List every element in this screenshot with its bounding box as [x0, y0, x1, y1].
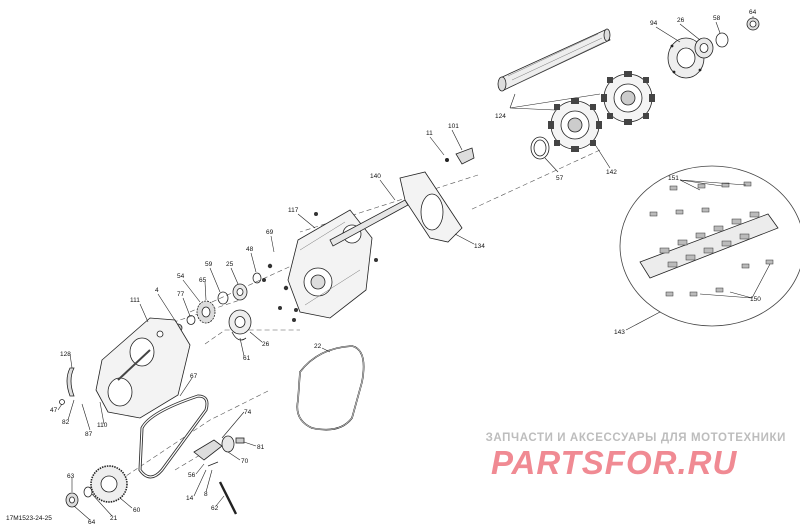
callout-54: 54 — [177, 273, 185, 280]
callout-117: 117 — [288, 207, 299, 214]
callout-87: 87 — [85, 431, 93, 438]
watermark-caption: ЗАПЧАСТИ И АКСЕССУАРЫ ДЛЯ МОТОТЕХНИКИ — [485, 432, 786, 444]
sprocket-ring-57 — [530, 136, 550, 160]
cover-gasket — [296, 345, 365, 431]
callout-57: 57 — [556, 175, 564, 182]
drive-shaft — [497, 28, 611, 92]
callout-labels: 64 58 26 94 124 142 57 11 101 140 117 13… — [50, 9, 761, 526]
callout-69: 69 — [266, 229, 274, 236]
callout-64-top: 64 — [749, 9, 757, 16]
callout-70: 70 — [241, 458, 249, 465]
callout-111: 111 — [130, 297, 140, 304]
gear-stack — [173, 272, 262, 341]
callout-81: 81 — [257, 444, 265, 451]
callout-58: 58 — [713, 15, 721, 22]
callout-11: 11 — [426, 130, 433, 137]
callout-64-bottom: 64 — [88, 519, 96, 526]
drive-chain — [138, 394, 209, 479]
callout-61: 61 — [243, 355, 251, 362]
callout-134: 134 — [474, 243, 485, 250]
chain-tensioner — [193, 435, 245, 515]
seal-ring — [715, 32, 729, 48]
callout-140: 140 — [370, 173, 381, 180]
mounting-bracket — [399, 171, 463, 243]
callout-143: 143 — [614, 329, 625, 336]
callout-128: 128 — [60, 351, 71, 358]
partsfor-logo-text: PARTSFOR.RU — [491, 445, 737, 479]
track-sprocket-left — [548, 98, 602, 152]
callout-60: 60 — [133, 507, 141, 514]
callout-65: 65 — [199, 277, 207, 284]
callout-94: 94 — [650, 20, 658, 27]
leader-lines — [57, 16, 771, 521]
callout-22: 22 — [314, 343, 322, 350]
bearing — [694, 37, 714, 59]
callout-48: 48 — [246, 246, 254, 253]
callout-26-top: 26 — [677, 17, 685, 24]
chaincase-cover — [95, 317, 191, 419]
callout-8: 8 — [204, 491, 208, 498]
callout-77: 77 — [177, 291, 185, 298]
callout-21: 21 — [110, 515, 118, 522]
callout-47: 47 — [50, 407, 58, 414]
callout-101: 101 — [448, 123, 459, 130]
callout-14: 14 — [186, 495, 194, 502]
partsfor-logo: PARTSFOR.RU — [491, 444, 786, 484]
callout-110: 110 — [97, 422, 108, 429]
dipstick — [59, 367, 75, 405]
callout-82: 82 — [62, 419, 70, 426]
watermark: ЗАПЧАСТИ И АКСЕССУАРЫ ДЛЯ МОТОТЕХНИКИ — [486, 432, 786, 444]
callout-4: 4 — [155, 287, 159, 294]
callout-25: 25 — [226, 261, 234, 268]
track-sprocket-right — [601, 71, 655, 125]
callout-151: 151 — [668, 175, 679, 182]
callout-26-mid: 26 — [262, 341, 270, 348]
callout-56: 56 — [188, 472, 196, 479]
callout-59: 59 — [205, 261, 213, 268]
idler-cap — [445, 147, 475, 165]
callout-124: 124 — [495, 113, 506, 120]
callout-150: 150 — [750, 296, 761, 303]
lower-sprocket — [65, 465, 128, 508]
callout-63: 63 — [67, 473, 75, 480]
end-cap — [746, 17, 760, 31]
diagram-code: 17M1523-24-25 — [6, 515, 52, 522]
callout-74: 74 — [244, 409, 252, 416]
bolts — [262, 212, 378, 322]
callout-62: 62 — [211, 505, 219, 512]
callout-142: 142 — [606, 169, 617, 176]
track-clips-panel — [619, 165, 800, 327]
callout-67: 67 — [190, 373, 198, 380]
